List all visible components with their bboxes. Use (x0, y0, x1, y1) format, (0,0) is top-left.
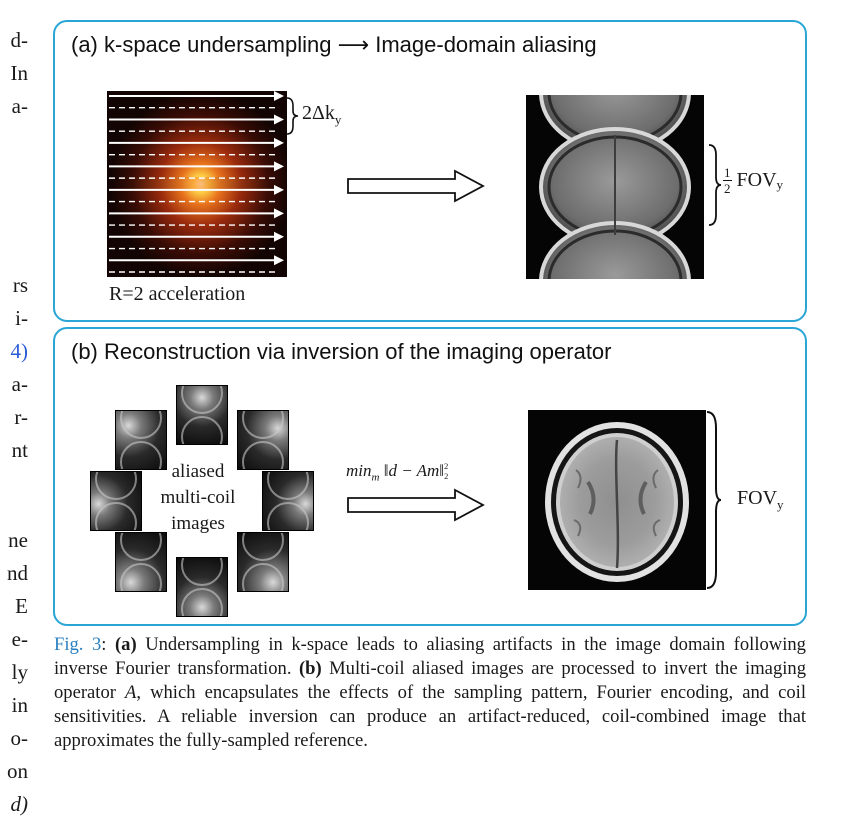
coil-images-ring: aliased multi-coil images (55, 329, 315, 628)
margin-fragment: d) (10, 792, 29, 816)
margin-fragment-link[interactable]: 4) (10, 339, 29, 363)
caption-part-b-text-cont: , which encapsulates the effects of the … (54, 682, 806, 751)
coil-label-line: multi-coil (160, 487, 236, 508)
coil-image-arc (120, 411, 163, 440)
kspace-image (107, 91, 287, 277)
coil-image (90, 471, 142, 531)
fov-label: FOVy (737, 487, 784, 512)
coil-image-arc (241, 562, 284, 591)
margin-fragment: ly (11, 660, 28, 684)
margin-fragment: in (11, 693, 28, 717)
panel-b-title: (b) Reconstruction via inversion of the … (71, 339, 612, 364)
margin-fragment: nt (11, 438, 28, 462)
coil-image-arc (181, 386, 223, 414)
half-fov-brace (708, 144, 722, 226)
coil-image-arc (241, 411, 284, 440)
margin-fragment: i- (15, 306, 28, 330)
coil-image (176, 385, 228, 445)
coil-image (262, 471, 314, 531)
coil-image-arc (267, 472, 309, 500)
coil-image (236, 410, 289, 471)
caption-part-a-text: Undersampling in k-space leads to aliasi… (54, 634, 806, 679)
coil-image-arc (241, 441, 284, 470)
coil-image-arc (181, 416, 223, 444)
coil-label-line: aliased (171, 461, 225, 482)
reconstructed-image (528, 410, 706, 590)
caption-colon: : (101, 634, 115, 655)
margin-fragment: a- (11, 94, 28, 118)
margin-fragment: r- (14, 405, 28, 429)
coil-image-arc (120, 562, 163, 591)
coil-image-arc (181, 588, 223, 616)
caption-operator: A (125, 682, 137, 703)
delta-ky-label: 2Δky (302, 102, 342, 127)
sampled-line-arrowhead (274, 184, 284, 195)
coil-image-arc (241, 532, 284, 561)
margin-fragment: ne (8, 528, 28, 552)
kspace-acceleration-label: R=2 acceleration (109, 283, 246, 305)
margin-fragment: e- (11, 627, 28, 651)
margin-fragment: rs (12, 273, 28, 297)
sampled-line-arrowhead (274, 161, 284, 172)
coil-image-arc (95, 472, 137, 500)
fov-brace (706, 411, 722, 589)
margin-fragment: E (15, 594, 28, 618)
transform-arrow (347, 169, 485, 203)
margin-fragment: on (7, 759, 28, 783)
sampled-line-arrowhead (274, 208, 284, 219)
sampled-line-arrowhead (274, 231, 284, 242)
coil-center-label: aliased multi-coil images (144, 459, 252, 537)
coil-image (115, 410, 168, 471)
coil-image (115, 531, 168, 592)
coil-image-arc (181, 558, 223, 586)
aliased-image (526, 95, 704, 279)
reconstruction-arrow (347, 488, 485, 522)
margin-fragment: nd (7, 561, 28, 585)
coil-image-arc (95, 502, 137, 530)
caption-part-b-label: (b) (298, 658, 322, 679)
panel-a-title: (a) k-space undersampling ⟶ Image-domain… (71, 32, 597, 57)
fraction: 1 2 (723, 165, 732, 196)
coil-image (176, 557, 228, 617)
margin-fragment: In (10, 61, 29, 85)
sampled-line-arrowhead (274, 91, 284, 101)
margin-fragment: o- (10, 726, 29, 750)
sampled-line-arrowhead (274, 114, 284, 125)
figure-label[interactable]: Fig. 3 (54, 634, 102, 655)
caption-part-b-text: Multi-coil aliased images are processed … (54, 658, 806, 703)
margin-fragment: d- (10, 28, 29, 52)
margin-fragment: a- (11, 372, 28, 396)
delta-ky-brace (286, 97, 299, 135)
panel-b: (b) Reconstruction via inversion of the … (53, 327, 807, 626)
figure-caption: Fig. 3: (a) Undersampling in k-space lea… (54, 633, 806, 753)
coil-image (236, 531, 289, 592)
coil-image-arc (267, 502, 309, 530)
caption-part-a-label: (a) (114, 634, 137, 655)
coil-label-line: images (171, 513, 225, 534)
sampled-line-arrowhead (274, 255, 284, 266)
panel-a: (a) k-space undersampling ⟶ Image-domain… (53, 20, 807, 322)
sampled-line-arrowhead (274, 137, 284, 148)
